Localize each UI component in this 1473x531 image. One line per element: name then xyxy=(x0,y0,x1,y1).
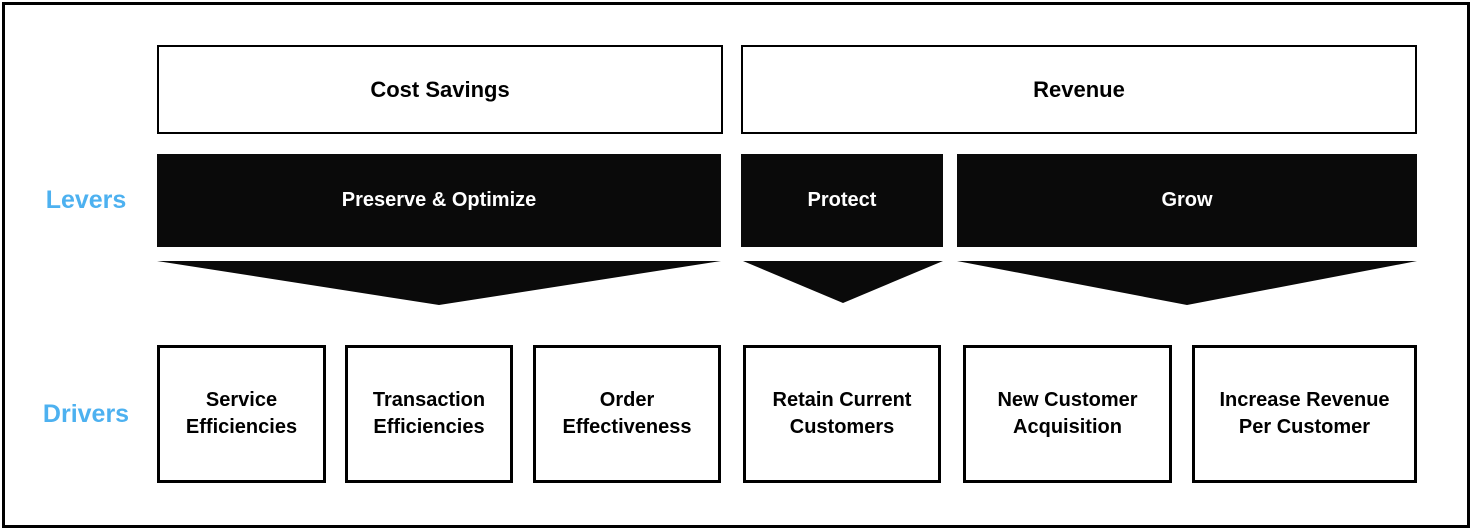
driver-box-new-customer-acquisition: New Customer Acquisition xyxy=(963,345,1172,483)
down-arrow-protect xyxy=(743,261,943,303)
down-arrow-grow xyxy=(957,261,1417,305)
driver-label-transaction-efficiencies: Transaction Efficiencies xyxy=(372,389,486,438)
category-label-revenue: Revenue xyxy=(1033,76,1125,102)
driver-box-transaction-efficiencies: Transaction Efficiencies xyxy=(345,345,513,483)
driver-label-service-efficiencies: Service Efficiencies xyxy=(185,389,298,438)
driver-box-order-effectiveness: Order Effectiveness xyxy=(533,345,721,483)
category-label-cost-savings: Cost Savings xyxy=(370,76,510,102)
driver-label-increase-revenue-per-customer: Increase Revenue Per Customer xyxy=(1219,389,1390,438)
driver-label-retain-current-customers: Retain Current Customers xyxy=(772,389,912,438)
driver-box-service-efficiencies: Service Efficiencies xyxy=(157,345,326,483)
drivers-row-label: Drivers xyxy=(42,399,130,428)
down-arrow-preserve-optimize xyxy=(157,261,721,305)
driver-label-new-customer-acquisition: New Customer Acquisition xyxy=(997,389,1138,438)
driver-label-order-effectiveness: Order Effectiveness xyxy=(562,389,692,438)
driver-box-retain-current-customers: Retain Current Customers xyxy=(743,345,941,483)
lever-label-protect: Protect xyxy=(807,189,877,211)
category-box-cost-savings: Cost Savings xyxy=(157,45,723,134)
lever-label-grow: Grow xyxy=(1161,189,1213,211)
lever-bar-preserve-optimize: Preserve & Optimize xyxy=(157,154,721,247)
lever-label-preserve-optimize: Preserve & Optimize xyxy=(341,189,537,211)
category-box-revenue: Revenue xyxy=(741,45,1417,134)
driver-box-increase-revenue-per-customer: Increase Revenue Per Customer xyxy=(1192,345,1417,483)
lever-bar-grow: Grow xyxy=(957,154,1417,247)
levers-row-label: Levers xyxy=(45,186,127,214)
lever-bar-protect: Protect xyxy=(741,154,943,247)
